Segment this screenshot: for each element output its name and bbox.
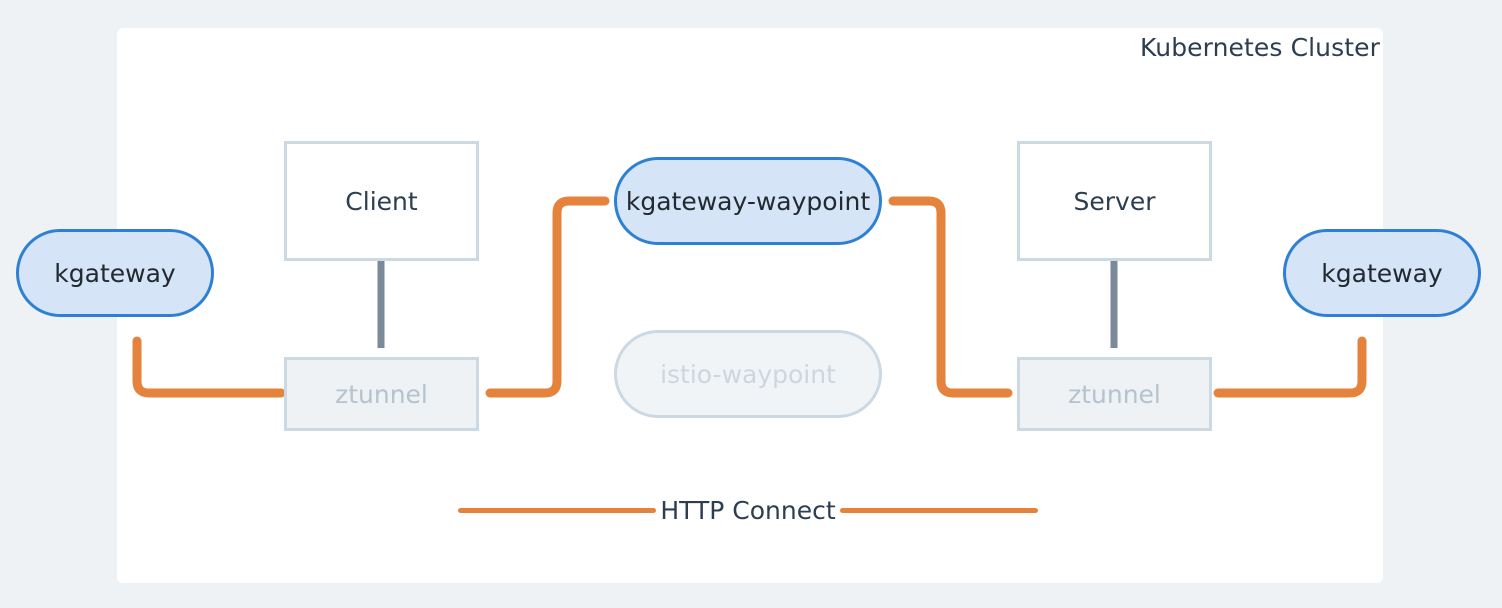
node-kgateway-right-label: kgateway xyxy=(1321,258,1443,288)
node-istio-waypoint-label: istio-waypoint xyxy=(660,359,836,389)
legend-line-left xyxy=(458,507,657,513)
node-kgateway-left-label: kgateway xyxy=(54,258,176,288)
node-ztunnel-left[interactable]: ztunnel xyxy=(284,357,479,431)
cluster-title-label: Kubernetes Cluster xyxy=(1140,33,1380,62)
node-istio-waypoint[interactable]: istio-waypoint xyxy=(614,330,882,418)
node-server[interactable]: Server xyxy=(1017,141,1212,261)
legend-line-right xyxy=(839,507,1039,513)
kubernetes-cluster-boundary xyxy=(117,28,1383,583)
node-server-label: Server xyxy=(1073,186,1156,216)
node-client-label: Client xyxy=(345,186,418,216)
node-kgateway-right[interactable]: kgateway xyxy=(1283,229,1481,317)
node-kgateway-left[interactable]: kgateway xyxy=(16,229,214,317)
node-client[interactable]: Client xyxy=(284,141,479,261)
node-kgateway-waypoint-label: kgateway-waypoint xyxy=(625,186,871,216)
node-ztunnel-right-label: ztunnel xyxy=(1068,379,1161,409)
node-ztunnel-left-label: ztunnel xyxy=(335,379,428,409)
node-ztunnel-right[interactable]: ztunnel xyxy=(1017,357,1212,431)
node-kgateway-waypoint[interactable]: kgateway-waypoint xyxy=(614,157,882,245)
legend-label: HTTP Connect xyxy=(660,495,836,525)
legend-http-connect: HTTP Connect xyxy=(458,494,1039,526)
